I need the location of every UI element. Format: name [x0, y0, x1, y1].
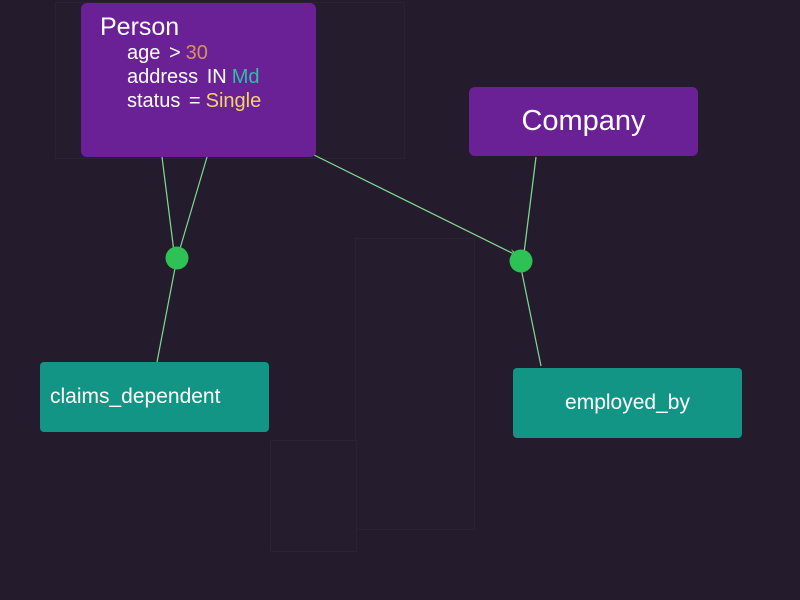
background-panel — [355, 238, 475, 530]
arrowhead — [511, 249, 520, 257]
edge-person-to-claims-junction — [161, 156, 175, 253]
condition-age: age >30 — [127, 41, 316, 65]
condition-operator: > — [168, 42, 181, 64]
junction-claims-dependent[interactable] — [165, 246, 189, 270]
edge-claims-junction-to-claims-dependent — [156, 262, 177, 363]
claims-dependent-label: claims_dependent — [50, 385, 221, 408]
edge-company-to-employed-junction — [523, 156, 537, 254]
company-node[interactable]: Company — [469, 87, 698, 156]
company-title: Company — [521, 105, 646, 137]
condition-field: age — [127, 42, 161, 64]
condition-status: status =Single — [127, 89, 316, 113]
edge-employed-junction-to-employed-by — [520, 267, 542, 367]
claims-dependent-node[interactable]: claims_dependent — [40, 362, 269, 432]
condition-field: address — [127, 66, 199, 88]
condition-field: status — [127, 90, 181, 112]
employed-by-label: employed_by — [565, 391, 690, 414]
condition-value: Md — [231, 66, 260, 88]
condition-operator: IN — [206, 66, 227, 88]
edge-person-to-claims-junction — [178, 156, 208, 253]
condition-operator: = — [188, 90, 201, 112]
employed-by-node[interactable]: employed_by — [513, 368, 742, 438]
person-title: Person — [100, 13, 180, 41]
condition-value: Single — [205, 90, 262, 112]
background-panel — [270, 440, 357, 552]
junction-employed-by[interactable] — [509, 249, 533, 273]
condition-value: 30 — [185, 42, 208, 64]
